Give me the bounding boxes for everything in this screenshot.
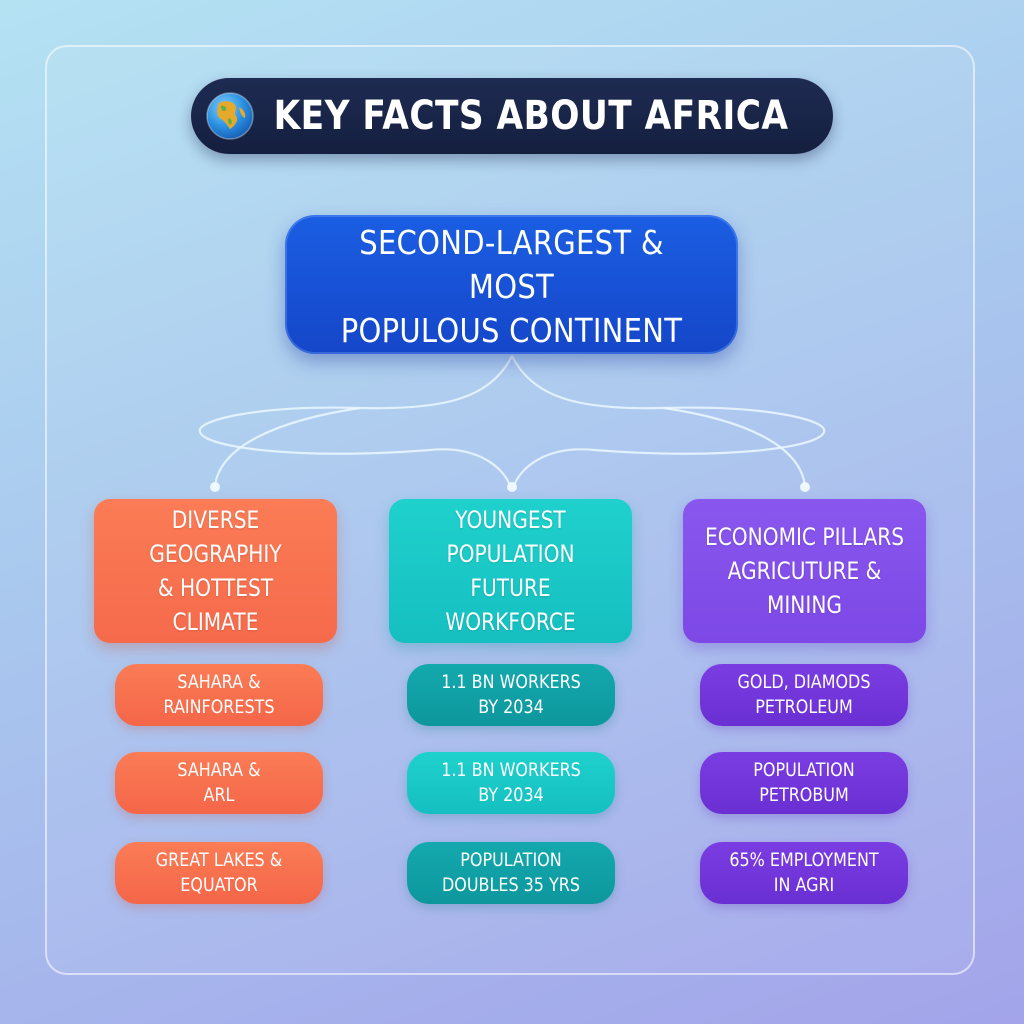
- fact-line-2: PETROLEUM: [755, 696, 853, 718]
- category-economy: ECONOMIC PILLARS AGRICUTURE & MINING: [683, 499, 926, 643]
- geography-fact-1: SAHARA & RAINFORESTS: [115, 664, 323, 726]
- globe-icon: [206, 92, 254, 140]
- root-node: SECOND-LARGEST & MOST POPULOUS CONTINENT: [285, 215, 738, 354]
- fact-line-1: POPULATION: [460, 849, 562, 871]
- fact-line-2: EQUATOR: [180, 874, 258, 896]
- title-banner: KEY FACTS ABOUT AFRICA: [191, 78, 833, 154]
- root-line-1: SECOND-LARGEST & MOST: [359, 222, 664, 306]
- fact-line-2: BY 2034: [478, 696, 544, 718]
- fact-line-2: BY 2034: [478, 784, 544, 806]
- category-population-line-1: YOUNGEST POPULATION: [446, 506, 575, 568]
- fact-line-1: GOLD, DIAMODS: [737, 671, 871, 693]
- fact-line-2: IN AGRI: [773, 874, 835, 896]
- geography-fact-3: GREAT LAKES & EQUATOR: [115, 842, 323, 904]
- category-population: YOUNGEST POPULATION FUTURE WORKFORCE: [389, 499, 632, 643]
- fact-line-2: ARL: [203, 784, 235, 806]
- root-line-2: POPULOUS CONTINENT: [340, 310, 683, 350]
- population-fact-3: POPULATION DOUBLES 35 YRS: [407, 842, 615, 904]
- fact-line-1: POPULATION: [753, 759, 855, 781]
- geography-fact-2: SAHARA & ARL: [115, 752, 323, 814]
- category-economy-line-2: AGRICUTURE & MINING: [727, 557, 882, 619]
- fact-line-2: RAINFORESTS: [163, 696, 275, 718]
- fact-line-1: SAHARA &: [177, 671, 261, 693]
- root-node-text: SECOND-LARGEST & MOST POPULOUS CONTINENT: [312, 221, 711, 353]
- population-fact-1: 1.1 BN WORKERS BY 2034: [407, 664, 615, 726]
- economy-fact-3: 65% EMPLOYMENT IN AGRI: [700, 842, 908, 904]
- fact-line-2: PETROBUM: [759, 784, 849, 806]
- page-title: KEY FACTS ABOUT AFRICA: [273, 93, 789, 139]
- fact-line-1: SAHARA &: [177, 759, 261, 781]
- fact-line-2: DOUBLES 35 YRS: [441, 874, 581, 896]
- population-fact-2: 1.1 BN WORKERS BY 2034: [407, 752, 615, 814]
- category-geography: DIVERSE GEOGRAPHIY & HOTTEST CLIMATE: [94, 499, 337, 643]
- category-population-line-2: FUTURE WORKFORCE: [445, 574, 576, 636]
- economy-fact-2: POPULATION PETROBUM: [700, 752, 908, 814]
- fact-line-1: 1.1 BN WORKERS: [441, 671, 581, 693]
- fact-line-1: GREAT LAKES &: [155, 849, 283, 871]
- category-economy-line-1: ECONOMIC PILLARS: [704, 523, 905, 551]
- category-geography-line-1: DIVERSE GEOGRAPHIY: [149, 506, 282, 568]
- economy-fact-1: GOLD, DIAMODS PETROLEUM: [700, 664, 908, 726]
- fact-line-1: 65% EMPLOYMENT: [729, 849, 879, 871]
- fact-line-1: 1.1 BN WORKERS: [441, 759, 581, 781]
- category-geography-line-2: & HOTTEST CLIMATE: [157, 574, 274, 636]
